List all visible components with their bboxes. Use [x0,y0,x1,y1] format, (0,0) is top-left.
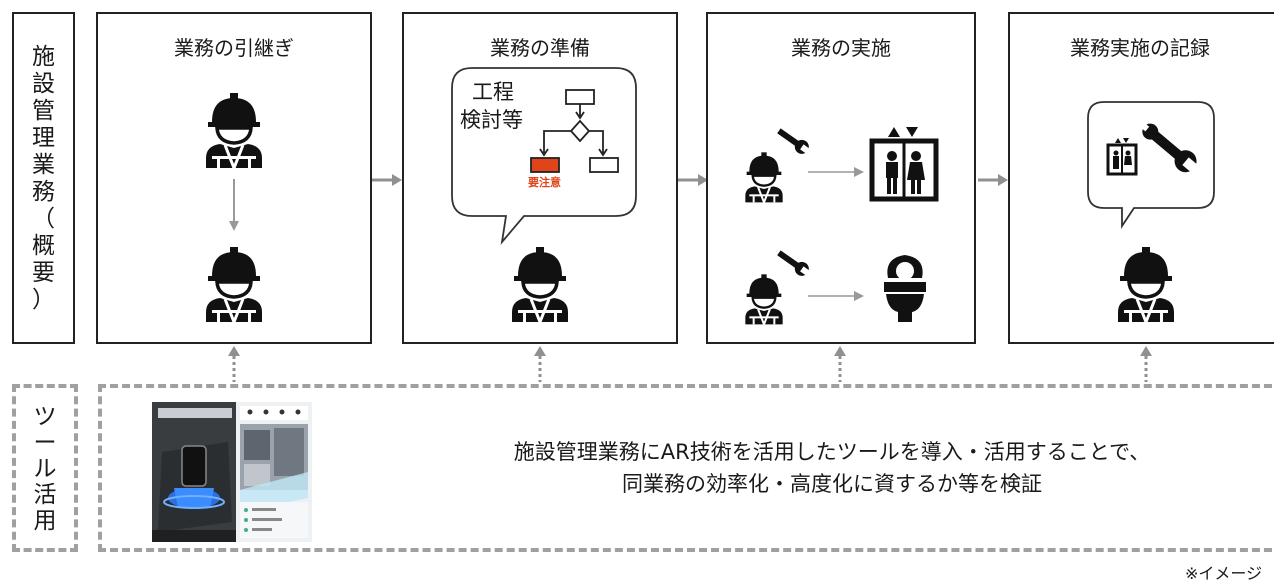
stage-title: 業務の実施 [791,36,891,60]
work-overview-label-box: 施 設 管 理 業 務 （ 概 要 ） [12,12,75,344]
tool-description-line1: 施設管理業務にAR技術を活用したツールを導入・活用することで、 [513,440,1151,464]
stage-title: 業務実施の記録 [1070,36,1210,60]
worker-female-icon [204,82,264,178]
work-overview-label: 施 設 管 理 業 務 （ 概 要 ） [32,44,55,313]
worker-icon [204,236,264,332]
image-note: ※イメージ [1185,564,1263,583]
handover-arrow [229,179,239,231]
arrow-right [808,167,864,177]
support-arrow [1140,346,1152,382]
support-arrow [228,346,240,382]
wrench-icon [772,124,812,156]
stage-execution: 業務の実施 [706,12,976,344]
tool-usage-label: ツ ー ル 活 用 [33,404,57,534]
support-arrow [534,346,546,382]
elevator-icon [1106,138,1138,176]
flow-arrow [978,174,1008,186]
tool-description: 施設管理業務にAR技術を活用したツールを導入・活用することで、 同業務の効率化・… [402,436,1262,500]
tool-usage-label-box: ツ ー ル 活 用 [12,384,78,552]
flow-arrow [372,174,402,186]
support-arrow [834,346,846,382]
ar-app-screenshot [152,402,312,542]
stage-record: 業務実施の記録 [1008,12,1274,344]
tool-usage-box: 施設管理業務にAR技術を活用したツールを導入・活用することで、 同業務の効率化・… [98,384,1274,552]
stage-title: 業務の準備 [490,36,590,60]
flow-arrow [678,174,708,186]
stage-title: 業務の引継ぎ [174,36,294,60]
tool-description-line2: 同業務の効率化・高度化に資するか等を検証 [622,472,1042,496]
wrench-icon [1139,121,1199,174]
arrow-right [808,291,864,301]
stage-handover: 業務の引継ぎ [96,12,372,344]
wrench-icon [772,246,812,278]
worker-icon [1116,236,1176,332]
speech-bubble [1087,101,1215,229]
toilet-icon [884,255,926,322]
flowchart-icon [530,89,619,173]
elevator-icon [869,127,939,202]
bubble-text: 工程 検討等 [460,80,523,132]
caution-label: 要注意 [528,176,561,189]
worker-icon [510,236,570,332]
stage-preparation: 業務の準備 工程 検討等 要注意 [402,12,678,344]
